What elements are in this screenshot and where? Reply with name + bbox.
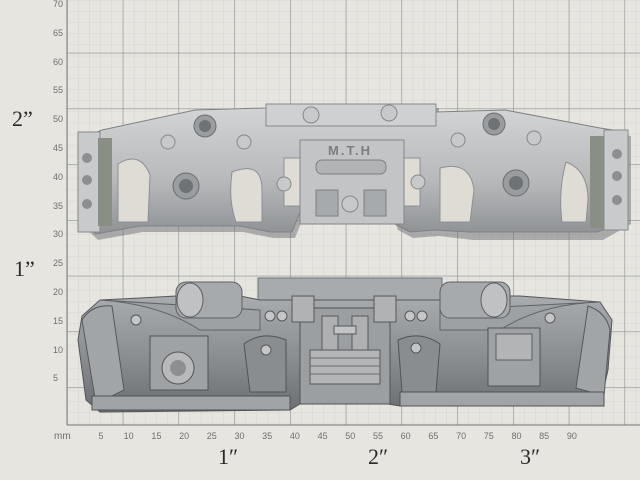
mm-tick-label: 20: [179, 431, 190, 441]
mm-tick-label: 55: [372, 431, 384, 441]
mm-unit-label: mm: [54, 431, 71, 442]
vertical-tick-label: 60: [53, 56, 64, 67]
mm-tick-label: 15: [151, 431, 162, 441]
vertical-tick-label: 50: [53, 114, 64, 125]
vertical-tick-label: 30: [53, 229, 64, 240]
inch-label-bottom-3: 3″: [520, 444, 541, 469]
inch-label-bottom-1: 1″: [218, 444, 239, 469]
vertical-tick-label: 25: [53, 258, 64, 269]
mm-tick-label: 25: [206, 431, 217, 441]
casting-mark: M.T.H: [328, 143, 372, 158]
mm-tick-label: 60: [400, 431, 411, 441]
vertical-tick-label: 15: [53, 315, 64, 326]
vertical-tick-label: 5: [53, 373, 59, 384]
mm-tick-label: 50: [345, 431, 356, 441]
vertical-tick-label: 70: [53, 0, 64, 9]
mm-tick-label: 80: [511, 431, 522, 441]
mm-tick-label: 10: [123, 431, 134, 441]
mm-tick-label: 70: [456, 431, 467, 441]
vertical-tick-label: 65: [53, 27, 64, 38]
vertical-tick-label: 35: [53, 200, 64, 211]
vertical-tick-label: 45: [53, 143, 64, 153]
mm-tick-label: 40: [289, 431, 300, 441]
vertical-tick-label: 20: [53, 287, 64, 297]
mm-tick-label: 30: [234, 431, 245, 441]
mm-tick-label: 85: [539, 431, 550, 441]
mm-tick-label: 75: [483, 431, 494, 441]
mm-tick-label: 35: [262, 431, 273, 441]
mm-tick-label: 45: [317, 431, 328, 441]
mm-tick-label: 90: [566, 431, 577, 441]
vertical-tick-label: 10: [53, 344, 64, 355]
inch-label-bottom-2: 2″: [368, 444, 389, 469]
vertical-tick-label: 55: [53, 85, 64, 96]
inch-label-left-2: 2”: [12, 106, 33, 131]
mm-tick-label: 65: [428, 431, 439, 441]
mm-tick-label: 5: [98, 431, 104, 441]
upper-sideframe-casting: [77, 103, 631, 240]
inch-label-left-1: 1”: [14, 256, 35, 281]
lower-truck-sideframe: [77, 277, 613, 413]
vertical-tick-label: 40: [53, 171, 64, 182]
